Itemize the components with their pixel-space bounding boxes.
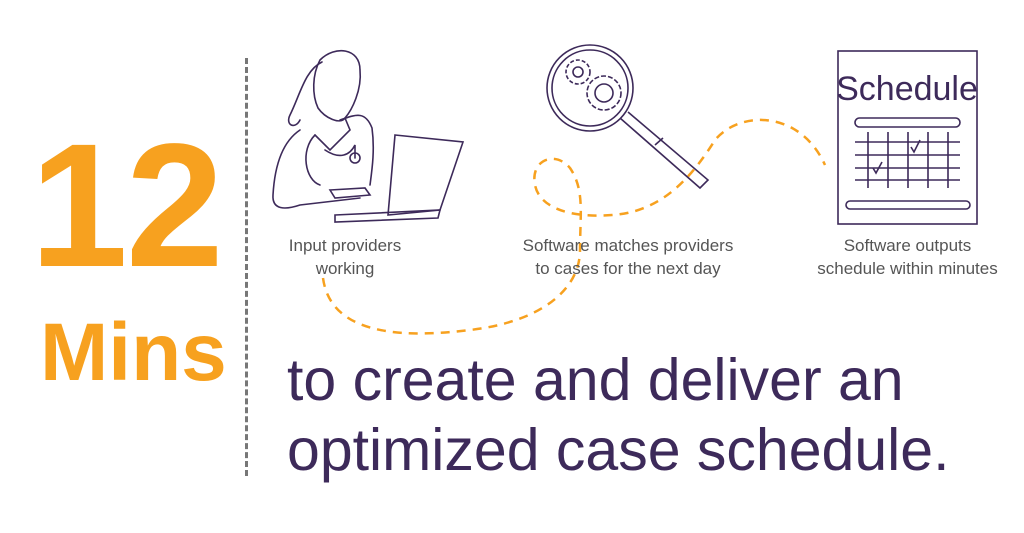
stat-number: 12 xyxy=(30,108,224,304)
caption-line: working xyxy=(315,259,375,278)
dashed-connector xyxy=(321,118,827,335)
divider xyxy=(245,58,248,476)
magnifier-gears-icon xyxy=(546,44,710,190)
headline-line: to create and deliver an xyxy=(287,347,904,413)
schedule-title: Schedule xyxy=(836,70,978,108)
step-caption-match: Software matches providers to cases for … xyxy=(490,234,766,280)
caption-line: Software matches providers xyxy=(522,236,734,255)
caption-line: Software outputs xyxy=(843,236,972,255)
caption-line: schedule within minutes xyxy=(817,259,998,278)
stat-unit: Mins xyxy=(40,307,227,398)
provider-laptop-icon xyxy=(272,49,465,223)
caption-line: to cases for the next day xyxy=(535,259,721,278)
schedule-icon: Schedule xyxy=(836,50,978,225)
caption-line: Input providers xyxy=(288,236,402,255)
step-caption-input: Input providers working xyxy=(255,234,435,280)
headline-line: optimized case schedule. xyxy=(287,417,950,483)
headline: to create and deliver an optimized case … xyxy=(287,345,949,485)
step-caption-output: Software outputs schedule within minutes xyxy=(795,234,1020,280)
